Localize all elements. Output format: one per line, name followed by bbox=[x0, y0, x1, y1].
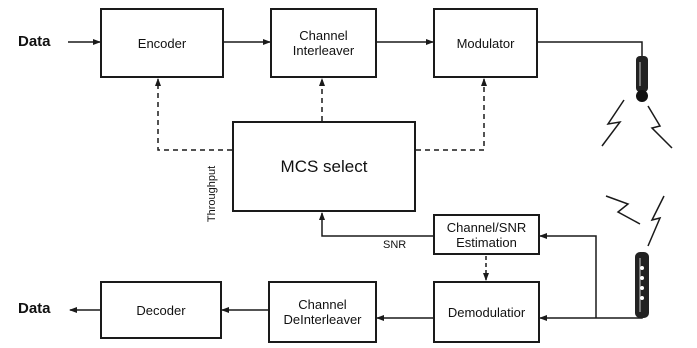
tx-signal-bolt-icon-2 bbox=[647, 105, 673, 149]
output-data-label: Data bbox=[18, 300, 51, 317]
dashed-mcs-to-encoder bbox=[155, 78, 232, 151]
modulator-block: Modulator bbox=[433, 8, 538, 78]
line-rx-antenna-to-junction bbox=[596, 316, 643, 319]
rx-antenna-icon bbox=[635, 252, 649, 318]
encoder-block: Encoder bbox=[100, 8, 224, 78]
rx-signal-bolt-icon-2 bbox=[647, 195, 665, 247]
dashed-mcs-to-modulator bbox=[416, 78, 487, 151]
tx-signal-bolt-icon bbox=[601, 99, 625, 147]
channel-interleaver-block: Channel Interleaver bbox=[270, 8, 377, 78]
tx-antenna-icon bbox=[636, 56, 648, 102]
snr-label: SNR bbox=[383, 239, 407, 251]
mcs-select-block: MCS select bbox=[232, 121, 416, 212]
arrow-junction-to-estimation bbox=[539, 233, 597, 318]
channel-deinterleaver-block: Channel DeInterleaver bbox=[268, 281, 377, 343]
throughput-label: Throughput bbox=[206, 165, 218, 223]
demodulator-block: Demodulatior bbox=[433, 281, 540, 343]
decoder-block: Decoder bbox=[100, 281, 222, 339]
rx-signal-bolt-icon bbox=[605, 195, 641, 225]
line-modulator-to-tx-antenna bbox=[538, 41, 643, 58]
arrow-estimation-to-mcs bbox=[319, 212, 433, 237]
channel-snr-estimation-block: Channel/SNR Estimation bbox=[433, 214, 540, 255]
input-data-label: Data bbox=[18, 33, 51, 50]
